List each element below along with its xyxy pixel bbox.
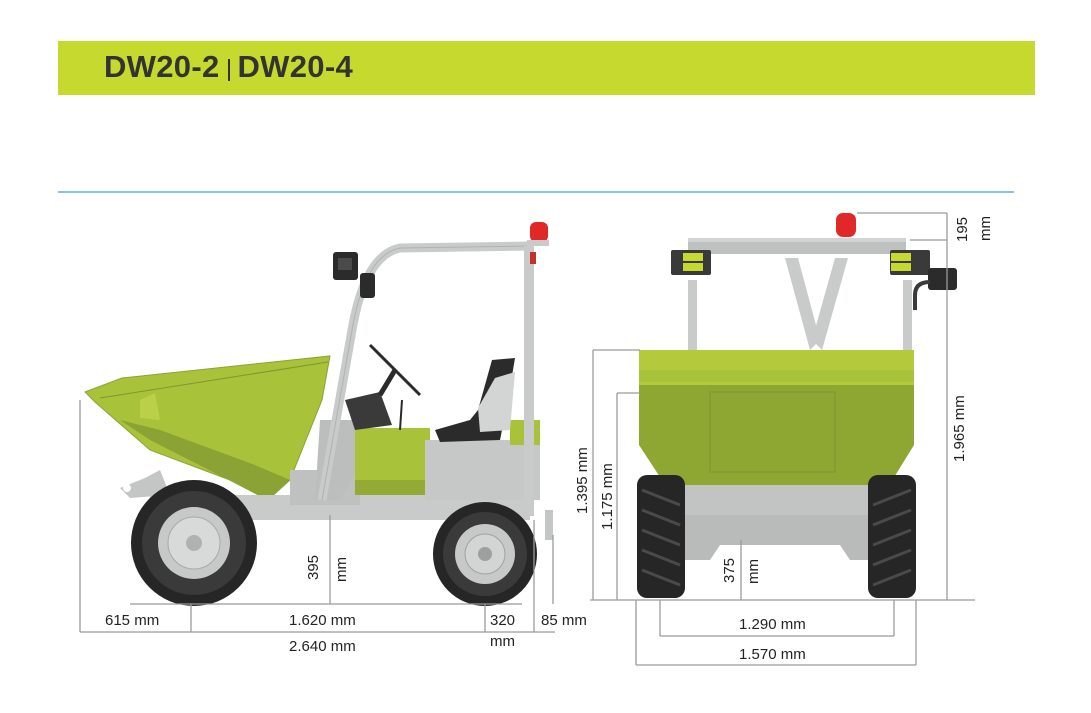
dim-rear-overhang-unit: mm — [490, 633, 515, 650]
front-view-dumper — [637, 213, 957, 598]
dim-hitch: 85 mm — [541, 612, 587, 629]
dim-front-overhang: 615 mm — [105, 612, 160, 629]
dim-skip-lip-height: 1.175 mm — [599, 463, 616, 530]
dim-beacon-height-unit: mm — [977, 216, 994, 241]
model-name-2wd: DW20-2 — [104, 49, 220, 84]
dim-track-width: 1.290 mm — [739, 616, 806, 633]
title-separator — [227, 59, 230, 81]
dim-side-ground-clearance-value: 395 — [305, 554, 322, 580]
front-view-dimension-lines — [590, 212, 975, 666]
dim-front-ground-clearance-unit: mm — [745, 559, 762, 584]
dim-overall-height: 1.965 mm — [951, 395, 968, 462]
rear-wheel — [433, 502, 537, 606]
dim-overall-width: 1.570 mm — [739, 646, 806, 663]
dim-rear-overhang-value: 320 — [490, 612, 516, 629]
dim-front-ground-clearance-value: 375 — [721, 557, 738, 583]
model-name-4wd: DW20-4 — [237, 49, 353, 84]
page-title: DW20-2 DW20-4 — [104, 49, 353, 85]
header-bar: DW20-2 DW20-4 — [58, 41, 1035, 95]
side-view-dumper — [84, 222, 553, 606]
dim-beacon-height-value: 195 — [954, 216, 971, 242]
dim-wheelbase: 1.620 mm — [289, 612, 356, 629]
section-divider — [58, 191, 1014, 193]
front-wheel — [131, 480, 257, 606]
dim-overall-length: 2.640 mm — [289, 638, 356, 655]
dim-side-ground-clearance-unit: mm — [333, 557, 350, 582]
dim-skip-height: 1.395 mm — [574, 447, 591, 514]
side-view-dimension-lines — [79, 400, 555, 633]
